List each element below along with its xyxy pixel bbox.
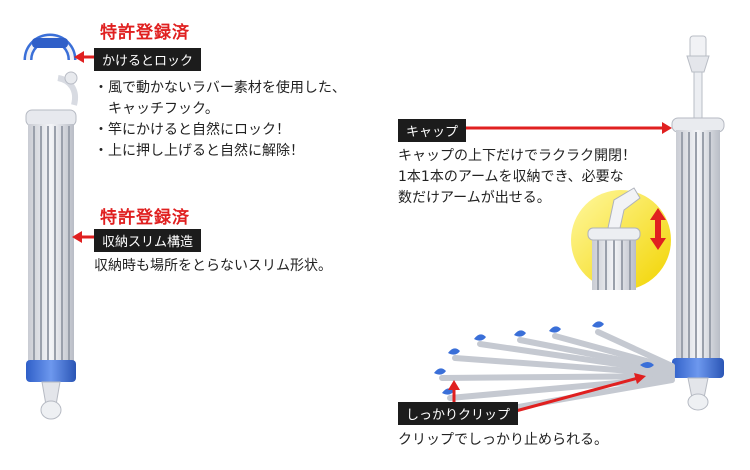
right-hanger-body xyxy=(671,117,725,411)
right-hanger-top-knob xyxy=(686,35,710,121)
left-hanger-body xyxy=(25,109,77,420)
hook-feature-line: ・風で動かないラバー素材を使用した、 xyxy=(94,80,346,96)
hook-features: ・風で動かないラバー素材を使用した、 キャッチフック。 ・竿にかけると自然にロッ… xyxy=(94,78,346,162)
slim-structure-tag: 収納スリム構造 xyxy=(94,229,202,252)
patent-title-slim: 特許登録済 xyxy=(100,208,190,228)
hook-feature-line: ・竿にかけると自然にロック！ xyxy=(94,122,290,138)
patent-title-hook: 特許登録済 xyxy=(100,23,190,43)
cap-description-line: 1本1本のアームを収納でき、必要な xyxy=(398,169,624,185)
cap-description: キャップの上下だけでラクラク開閉！ 1本1本のアームを収納でき、必要な 数だけア… xyxy=(398,146,636,209)
left-hanger-hook xyxy=(23,33,78,106)
clip-tag: しっかりクリップ xyxy=(398,402,519,425)
hook-feature-line: ・上に押し上げると自然に解除！ xyxy=(94,143,304,159)
pointer-arrows xyxy=(72,51,672,414)
cap-description-line: 数だけアームが出せる。 xyxy=(398,190,551,206)
hook-feature-line: キャッチフック。 xyxy=(94,101,219,117)
hook-lock-tag: かけるとロック xyxy=(94,48,202,71)
cap-tag: キャップ xyxy=(398,119,467,142)
cap-description-line: キャップの上下だけでラクラク開閉！ xyxy=(398,148,636,164)
cap-zoom-circle xyxy=(571,187,671,290)
slim-structure-text: 収納時も場所をとらないスリム形状。 xyxy=(94,258,332,274)
clip-description: クリップでしっかり止められる。 xyxy=(398,432,608,448)
